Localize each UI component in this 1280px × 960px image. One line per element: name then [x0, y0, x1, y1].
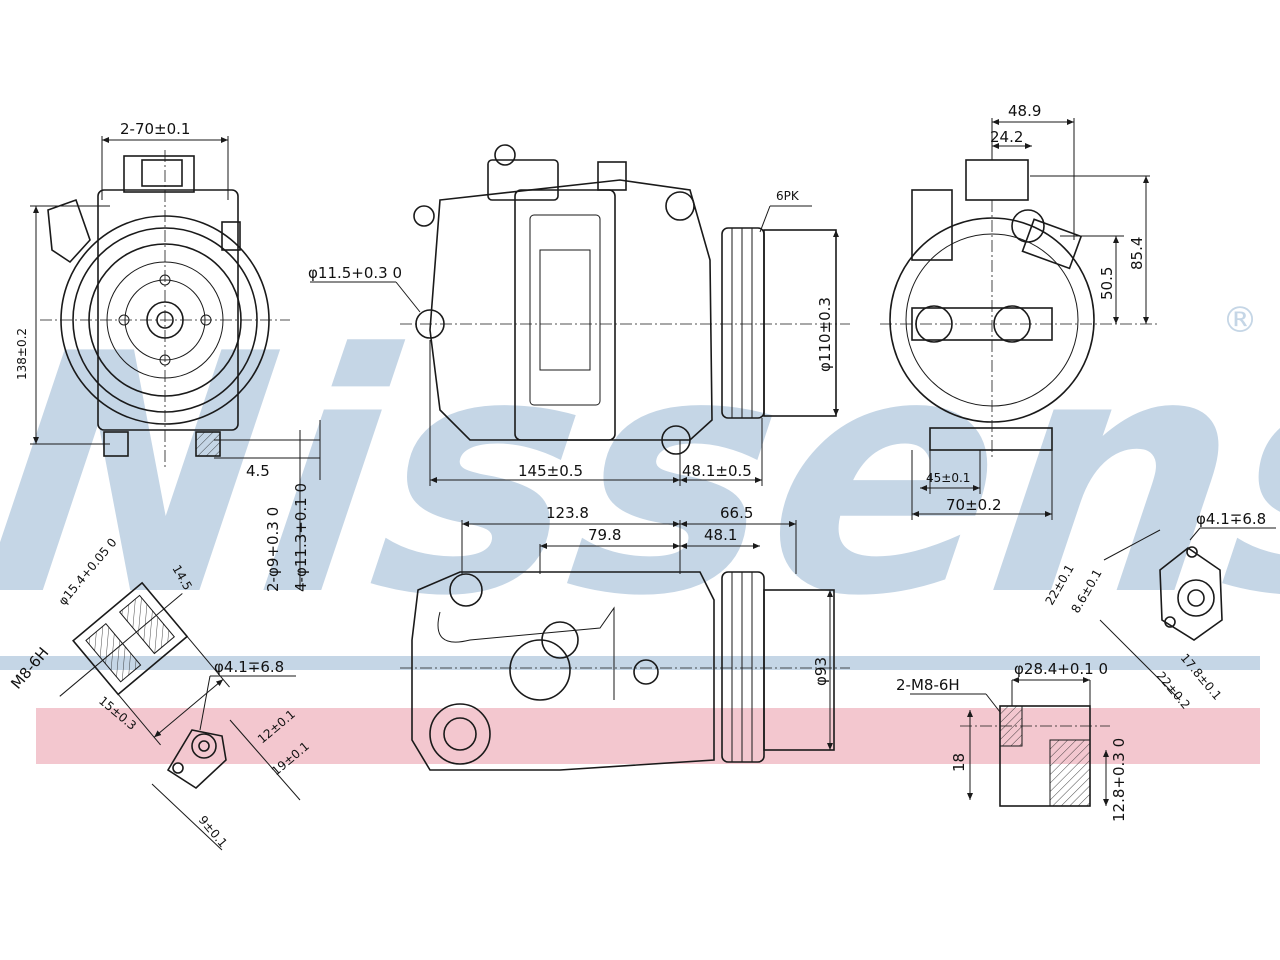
detail-flange-left-offset-c-dim: 9±0.1: [196, 813, 230, 850]
top-view: [400, 520, 850, 771]
side-belt-label: 6PK: [776, 189, 800, 203]
top-pulley-part-dim: 66.5: [720, 504, 753, 522]
detail-threaded-boss: [59, 581, 230, 746]
detail-port-section: [910, 677, 1110, 807]
side-length-dim: 145±0.5: [518, 462, 583, 480]
top-overall-dim: 123.8: [546, 504, 589, 522]
side-lug-hole-dim: φ11.5+0.3 0: [308, 264, 402, 282]
front-height-dim: 138±0.2: [15, 328, 29, 380]
top-inner-b-dim: 48.1: [704, 526, 737, 544]
watermark-band-blue: [0, 656, 1260, 670]
front-bolt-holes-b-dim: 4-φ11.3+0.1 0: [292, 483, 310, 592]
rear-height-b-dim: 85.4: [1128, 237, 1146, 270]
detail-port-thread-dim: 2-M8-6H: [896, 676, 960, 694]
side-pulley-offset-dim: 48.1±0.5: [682, 462, 752, 480]
front-bolt-holes-a-dim: 2-φ9+0.3 0: [264, 507, 282, 592]
rear-mount-b-dim: 70±0.2: [946, 496, 1002, 514]
side-view: [310, 144, 850, 486]
rear-height-a-dim: 50.5: [1098, 267, 1116, 300]
front-lug-thickness-dim: 4.5: [246, 462, 270, 480]
detail-flange-right-hole-dim: φ4.1∓6.8: [1196, 510, 1266, 528]
top-inner-a-dim: 79.8: [588, 526, 621, 544]
detail-port-depth-dim: 12.8+0.3 0: [1110, 738, 1128, 822]
side-pulley-dia-dim: φ110±0.3: [816, 297, 834, 372]
rear-width-inner-dim: 24.2: [990, 128, 1023, 146]
detail-flange-left: [151, 675, 301, 851]
top-pulley-dia-dim: φ93: [812, 657, 830, 686]
detail-flange-left-hole-dim: φ4.1∓6.8: [214, 658, 284, 676]
detail-flange-right: [1099, 527, 1276, 701]
rear-view: [880, 118, 1160, 520]
front-ear-spacing-dim: 2-70±0.1: [120, 120, 190, 138]
detail-flange-right-offset-d-dim: 22±0.2: [1154, 669, 1193, 712]
rear-mount-a-dim: 45±0.1: [926, 471, 970, 485]
registered-mark: ®: [1222, 300, 1258, 341]
front-view: [30, 136, 321, 590]
detail-port-bore-dim: φ28.4+0.1 0: [1014, 660, 1108, 678]
watermark-logo-text: Nissens: [0, 285, 1280, 669]
rear-width-total-dim: 48.9: [1008, 102, 1041, 120]
detail-port-height-dim: 18: [950, 753, 968, 772]
